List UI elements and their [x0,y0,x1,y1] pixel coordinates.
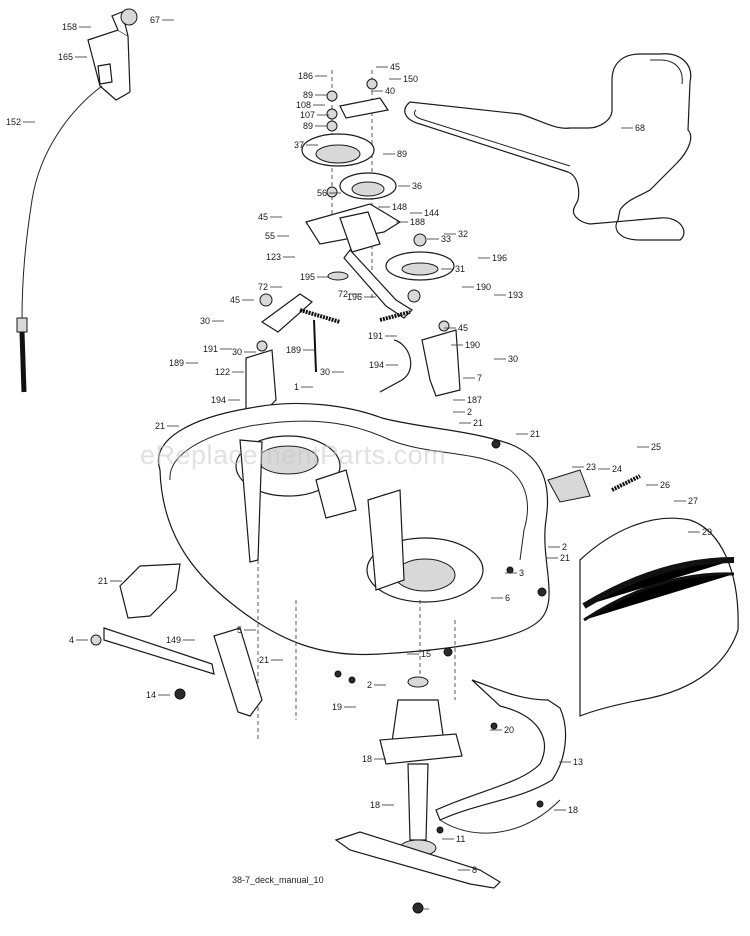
spindle-blade [334,676,501,914]
callout-label: 26 [660,480,670,490]
callout-label: 30 [508,354,518,364]
callout-label: 67 [150,15,160,25]
callout-label: 14 [146,690,156,700]
callout-label: 191 [368,331,383,341]
front-brackets [90,563,263,717]
mower-deck [157,402,550,740]
hardware-bolts [334,439,547,834]
lift-lever-assembly [16,8,138,393]
callout-label: 27 [688,496,698,506]
callout-label: 196 [492,253,507,263]
callout-label: 122 [215,367,230,377]
idler-assembly [245,293,461,421]
callout-label: 187 [467,395,482,405]
callout-label: 36 [412,181,422,191]
callout-label: 30 [232,347,242,357]
callout-label: 55 [265,231,275,241]
callout-label: 37 [294,140,304,150]
callout-label: 3 [519,568,524,578]
watermark-text: eReplacementParts.com [140,440,446,470]
callout-label: 1 [294,382,299,392]
baffle-and-rod [435,679,567,834]
callout-label: 21 [473,418,483,428]
callout-label: 89 [397,149,407,159]
callout-label: 45 [458,323,468,333]
callout-label: 108 [296,100,311,110]
callout-label: 21 [98,576,108,586]
callout-label: 18 [370,800,380,810]
callout-label: 189 [286,345,301,355]
callout-label: 45 [230,295,240,305]
callout-label: 165 [58,52,73,62]
callout-label: 24 [612,464,622,474]
callout-label: 193 [508,290,523,300]
callout-label: 190 [476,282,491,292]
callout-label: 2 [467,407,472,417]
callout-label: 8 [472,865,477,875]
callout-label: 190 [465,340,480,350]
callout-label: 56 [317,188,327,198]
callout-label: 23 [586,462,596,472]
callout-label: 150 [403,74,418,84]
callout-label: 152 [6,117,21,127]
callout-label: 21 [560,553,570,563]
callout-label: 188 [410,217,425,227]
callout-label: 21 [530,429,540,439]
callout-label: 144 [424,208,439,218]
callout-label: 31 [455,264,465,274]
callout-label: 196 [347,292,362,302]
callout-label: 45 [258,212,268,222]
callout-label: 2 [562,542,567,552]
callout-label: 194 [211,395,226,405]
callout-label: 40 [385,86,395,96]
callout-label: 30 [200,316,210,326]
callout-label: 11 [456,834,465,844]
callout-label: 21 [259,655,269,665]
callout-label: 20 [504,725,514,735]
callout-label: 148 [392,202,407,212]
parts-drawing [16,8,739,914]
callout-label: 186 [298,71,313,81]
callout-label: 18 [362,754,372,764]
callout-label: 89 [303,121,313,131]
callout-label: 5 [237,625,242,635]
callout-leaders [23,19,700,910]
callout-label: 6 [505,593,510,603]
callout-label: 191 [203,344,218,354]
callout-label: 89 [303,90,313,100]
callout-label: 123 [266,252,281,262]
callout-label: 25 [651,442,661,452]
callout-label: 18 [568,805,578,815]
callout-label: 13 [573,757,583,767]
diagram-caption: 38-7_deck_manual_10 [232,875,324,885]
callout-label: 29 [702,527,712,537]
callout-label: 72 [338,289,348,299]
callout-label: 149 [166,635,181,645]
callout-label: 194 [369,360,384,370]
callout-label: 107 [300,110,315,120]
callout-labels: 158 67 165 152 186 45 150 89 40 108 107 … [6,15,712,875]
callout-label: 68 [635,123,645,133]
callout-label: 30 [320,367,330,377]
callout-label: 4 [69,635,74,645]
callout-label: 32 [458,229,468,239]
pulley-stack [301,70,455,319]
drive-belt [404,53,692,241]
discharge-chute [547,469,739,717]
callout-label: 21 [155,421,165,431]
callout-label: 33 [441,234,451,244]
callout-label: 45 [390,62,400,72]
callout-label: 158 [62,22,77,32]
callout-label: 15 [421,649,431,659]
callout-label: 189 [169,358,184,368]
callout-label: 7 [477,373,482,383]
callout-label: 72 [258,282,268,292]
callout-label: 2 [367,680,372,690]
callout-label: 19 [332,702,342,712]
callout-label: 195 [300,272,315,282]
